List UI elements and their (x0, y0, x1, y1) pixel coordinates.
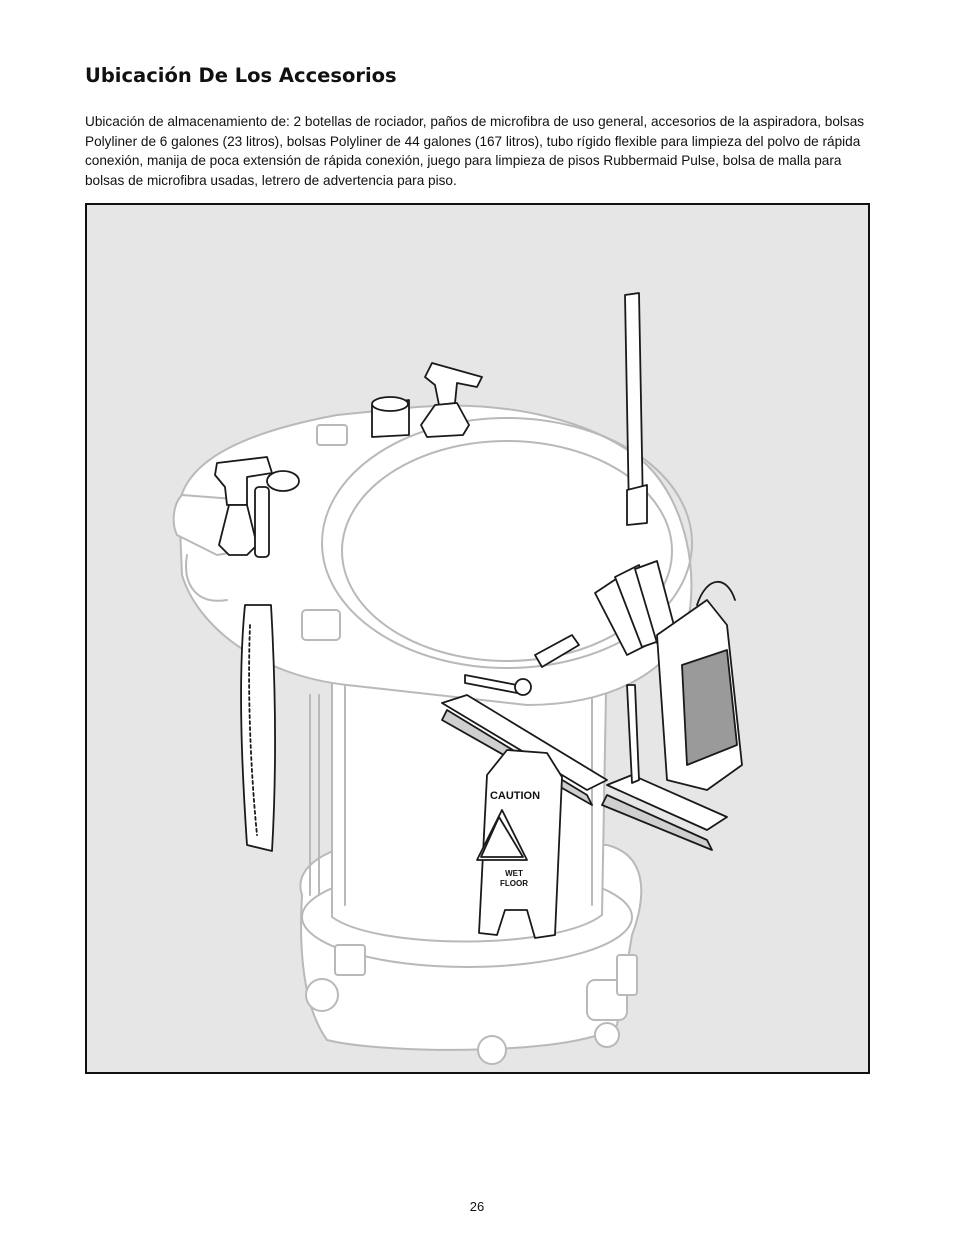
spray-bottle-back (420, 362, 483, 438)
accessory-illustration: CAUTION WET FLOOR (85, 203, 870, 1074)
page-number: 26 (469, 1199, 485, 1214)
intro-paragraph: Ubicación de almacenamiento de: 2 botell… (85, 114, 865, 188)
spray-bottle-left (214, 456, 273, 558)
page-title: Ubicación De Los Accesorios (85, 64, 397, 87)
accessories (214, 292, 743, 939)
sign-caution-text: CAUTION (490, 790, 540, 802)
caution-sign (476, 749, 563, 939)
mop-frame-lower (601, 684, 728, 851)
sign-floor-text: FLOOR (500, 879, 528, 888)
sign-wet-text: WET (505, 869, 523, 878)
mesh-bag (656, 581, 743, 791)
